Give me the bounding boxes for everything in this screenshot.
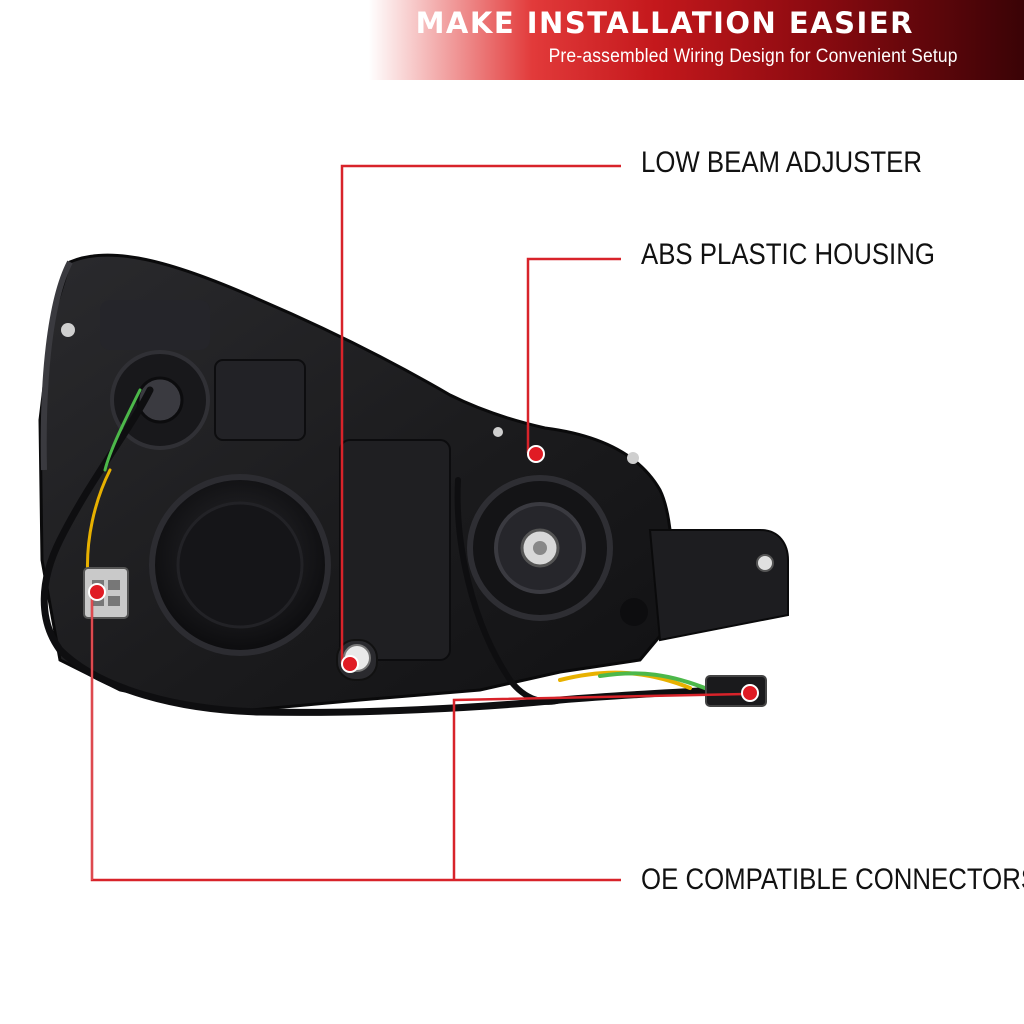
callout-line-oe (90, 594, 621, 882)
marker-low-beam-icon (341, 655, 359, 673)
callout-markers (88, 445, 759, 702)
label-low-beam-adjuster: LOW BEAM ADJUSTER (641, 146, 922, 179)
callout-line-oe-right (452, 692, 747, 880)
banner-title: MAKE INSTALLATION EASIER (415, 6, 914, 40)
marker-connector-right-icon (741, 684, 759, 702)
callout-lines (90, 164, 747, 882)
callout-line-low-beam (340, 164, 621, 664)
marker-abs-icon (527, 445, 545, 463)
callout-line-abs (526, 257, 621, 453)
headlight-housing (38, 253, 789, 714)
label-oe-compatible-connectors: OE COMPATIBLE CONNECTORS (641, 863, 1024, 896)
marker-connector-left-icon (88, 583, 106, 601)
label-abs-plastic-housing: ABS PLASTIC HOUSING (641, 238, 935, 271)
header-banner: MAKE INSTALLATION EASIER Pre-assembled W… (0, 0, 1024, 80)
banner-subtitle: Pre-assembled Wiring Design for Convenie… (548, 46, 958, 67)
wiring-harness (40, 386, 724, 716)
